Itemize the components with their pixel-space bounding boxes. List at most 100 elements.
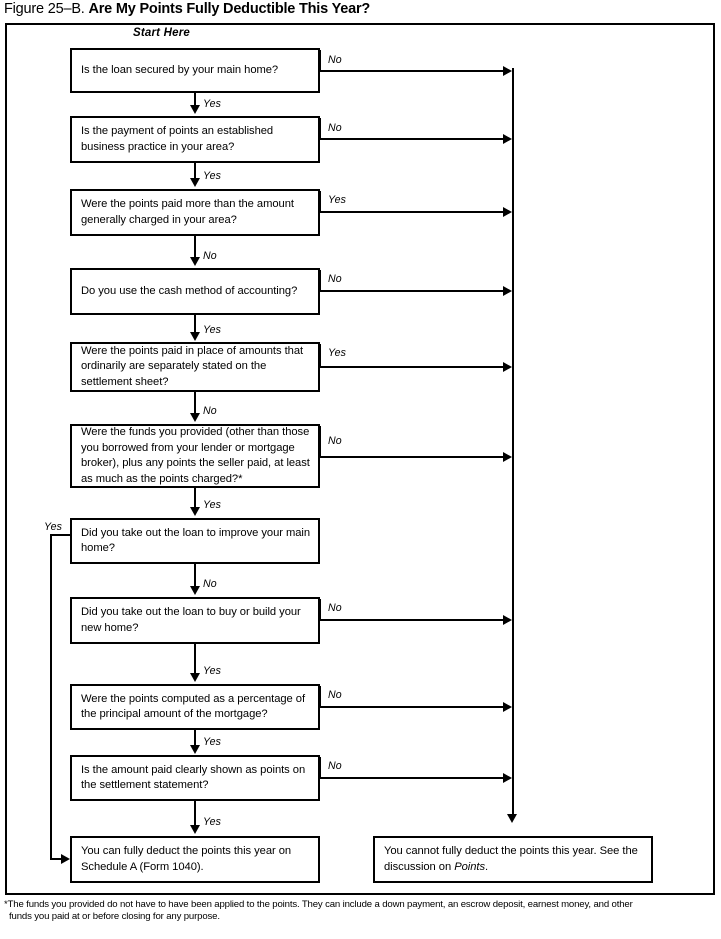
stub-q3-side (319, 191, 322, 212)
edge-label-q8-side: No (328, 602, 342, 614)
connector-q3-q4 (193, 236, 197, 258)
decision-box-cash-method[interactable]: Do you use the cash method of accounting… (70, 268, 320, 315)
connector-q5-q6 (193, 392, 197, 414)
stub-q8-side (319, 599, 322, 620)
connector-q8-q9 (193, 644, 197, 674)
arrow-down-bus-outcome (507, 814, 518, 823)
arrow-right-q8-bus (503, 614, 512, 625)
arrow-down-q2-q3 (189, 178, 200, 187)
stub-q4-side (319, 270, 322, 291)
connector-q1-q2 (193, 93, 197, 107)
arrow-down-q8-q9 (189, 673, 200, 682)
edge-label-q5-side: Yes (328, 347, 346, 359)
outcome-text: You cannot fully deduct the points this … (375, 844, 651, 875)
connector-q5-bus (319, 365, 505, 369)
arrow-down-q6-q7 (189, 507, 200, 516)
arrow-right-q4-bus (503, 285, 512, 296)
decision-box-buy-or-build[interactable]: Did you take out the loan to buy or buil… (70, 597, 320, 644)
arrow-right-q3-bus (503, 206, 512, 217)
connector-q1-bus (319, 69, 505, 73)
edge-label-q6-side: No (328, 435, 342, 447)
edge-label-q10-down: Yes (203, 816, 221, 828)
arrow-right-q7-outcome (61, 853, 70, 864)
arrow-right-q9-bus (503, 701, 512, 712)
arrow-down-q3-q4 (189, 257, 200, 266)
connector-q3-bus (319, 210, 505, 214)
outcome-text-part2: . (485, 860, 489, 873)
arrow-right-q5-bus (503, 361, 512, 372)
figure-question: Are My Points Fully Deductible This Year… (88, 1, 371, 17)
footnote-line-2: funds you paid at or before closing for … (9, 911, 220, 923)
decision-box-clearly-shown-as-points[interactable]: Is the amount paid clearly shown as poin… (70, 755, 320, 801)
connector-q6-q7 (193, 488, 197, 508)
figure-title: Figure 25–B. Are My Points Fully Deducti… (4, 1, 370, 17)
connector-q7-left-in (50, 857, 63, 861)
stub-q6-side (319, 426, 322, 457)
edge-label-q7-side: Yes (44, 521, 62, 533)
edge-label-q9-side: No (328, 689, 342, 701)
decision-box-loan-secured[interactable]: Is the loan secured by your main home? (70, 48, 320, 93)
connector-q7-left-down (50, 533, 53, 860)
connector-q2-q3 (193, 163, 197, 179)
stub-q5-side (319, 344, 322, 367)
edge-label-q2-down: Yes (203, 170, 221, 182)
arrow-down-q10-outcome (189, 825, 200, 834)
decision-text: Is the loan secured by your main home? (81, 63, 279, 76)
arrow-down-q7-q8 (189, 586, 200, 595)
decision-text: Were the points paid more than the amoun… (81, 198, 294, 226)
arrow-right-q10-bus (503, 772, 512, 783)
figure-number: Figure 25–B. (4, 1, 85, 17)
decision-text: Did you take out the loan to improve you… (81, 526, 311, 555)
connector-q9-bus (319, 705, 505, 709)
decision-box-points-more-than-amount[interactable]: Were the points paid more than the amoun… (70, 189, 320, 236)
decision-text: Is the payment of points an established … (81, 125, 274, 153)
decision-text: Do you use the cash method of accounting… (81, 284, 298, 297)
edge-label-q8-down: Yes (203, 665, 221, 677)
stub-q10-side (319, 757, 322, 778)
outcome-box-deductible[interactable]: You can fully deduct the points this yea… (70, 836, 320, 883)
outcome-text-part1: You cannot fully deduct the points this … (384, 845, 638, 873)
arrow-down-q5-q6 (189, 413, 200, 422)
edge-label-q9-down: Yes (203, 736, 221, 748)
connector-q7-left-out (50, 533, 72, 537)
arrow-right-q1-bus (503, 65, 512, 76)
decision-text: Is the amount paid clearly shown as poin… (81, 763, 306, 792)
start-here-label: Start Here (133, 27, 190, 39)
outcome-text-points-italic: Points (454, 860, 485, 873)
edge-label-q2-side: No (328, 122, 342, 134)
arrow-down-q9-q10 (189, 745, 200, 754)
decision-box-established-practice[interactable]: Is the payment of points an established … (70, 116, 320, 163)
arrow-right-q2-bus (503, 133, 512, 144)
connector-q8-bus (319, 618, 505, 622)
arrow-down-q1-q2 (189, 105, 200, 114)
edge-label-q6-down: Yes (203, 499, 221, 511)
figure-frame (5, 23, 715, 895)
decision-text: Did you take out the loan to buy or buil… (81, 606, 301, 634)
decision-text: Were the funds you provided (other than … (81, 426, 310, 485)
outcome-text: You can fully deduct the points this yea… (81, 845, 292, 873)
connector-q2-bus (319, 137, 505, 141)
decision-box-improve-main-home[interactable]: Did you take out the loan to improve you… (70, 518, 320, 564)
decision-box-percentage-of-principal[interactable]: Were the points computed as a percentage… (70, 684, 320, 730)
decision-box-funds-provided[interactable]: Were the funds you provided (other than … (70, 424, 320, 488)
decision-text: Were the points computed as a percentage… (81, 692, 306, 721)
arrow-right-q6-bus (503, 451, 512, 462)
edge-label-q4-side: No (328, 273, 342, 285)
connector-q10-outcome (193, 801, 197, 827)
stub-q2-side (319, 118, 322, 139)
edge-label-q3-side: Yes (328, 194, 346, 206)
edge-label-q4-down: Yes (203, 324, 221, 336)
arrow-down-q4-q5 (189, 332, 200, 341)
decision-box-points-in-place-of-amounts[interactable]: Were the points paid in place of amounts… (70, 342, 320, 392)
connector-q4-q5 (193, 315, 197, 333)
edge-label-q10-side: No (328, 760, 342, 772)
outcome-box-not-deductible[interactable]: You cannot fully deduct the points this … (373, 836, 653, 883)
connector-q7-q8 (193, 564, 197, 588)
stub-q1-side (319, 50, 322, 71)
connector-q10-bus (319, 776, 505, 780)
edge-label-q1-down: Yes (203, 98, 221, 110)
footnote-line-1: *The funds you provided do not have to h… (4, 899, 633, 910)
edge-label-q1-side: No (328, 54, 342, 66)
edge-label-q3-down: No (203, 250, 217, 262)
